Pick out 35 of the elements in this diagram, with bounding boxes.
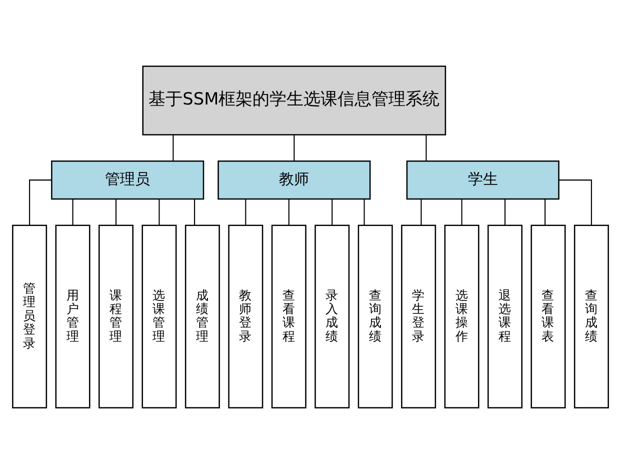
connector <box>504 198 506 225</box>
node-box: 查询成绩 <box>574 224 609 408</box>
connector <box>364 198 365 225</box>
connector <box>288 198 290 225</box>
node-box: 学生 <box>406 160 560 200</box>
node-box: 教师登录 <box>228 224 264 408</box>
node-box: 查看课表 <box>530 224 566 408</box>
node-box: 选课操作 <box>444 224 480 408</box>
node-box: 录入成绩 <box>314 224 350 408</box>
connector <box>558 179 592 225</box>
node-box: 教师 <box>218 160 371 200</box>
connector <box>158 198 160 225</box>
connector <box>72 198 74 225</box>
connector <box>544 198 546 225</box>
node-box: 成绩管理 <box>184 224 220 408</box>
connector <box>420 198 422 225</box>
node-box: 课程管理 <box>98 224 134 408</box>
node-box: 退选课程 <box>488 224 522 408</box>
node-box: 管理员登录 <box>12 224 48 408</box>
node-box: 查询成绩 <box>358 224 393 408</box>
node-box: 用户管理 <box>55 224 90 408</box>
node-box: 学生登录 <box>401 224 436 408</box>
connector <box>172 134 174 161</box>
connector <box>332 198 333 225</box>
connector <box>461 198 462 225</box>
node-box: 选课管理 <box>142 224 177 408</box>
connector <box>245 198 246 225</box>
connector <box>29 179 52 225</box>
connector <box>426 134 427 161</box>
connector <box>115 198 117 225</box>
node-box: 查看课程 <box>271 224 306 408</box>
node-box: 基于SSM框架的学生选课信息管理系统 <box>142 65 446 135</box>
connector <box>294 134 295 161</box>
node-box: 管理员 <box>51 160 204 200</box>
connector <box>194 198 196 225</box>
